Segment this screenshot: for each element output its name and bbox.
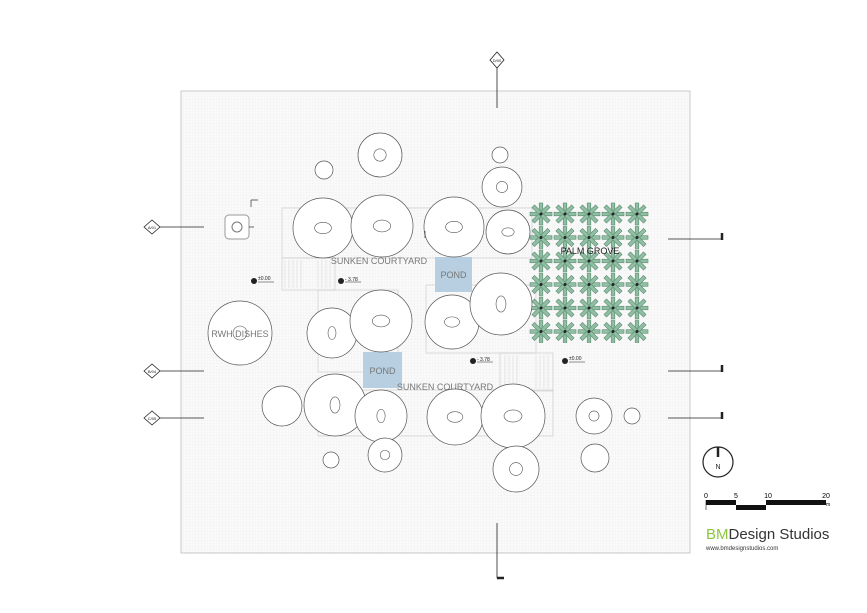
palm-tree-icon [601,273,625,296]
rwh-dishes-label: RWH DISHES [211,329,268,339]
svg-text:0: 0 [704,493,708,500]
palm-tree-icon [553,320,577,343]
palm-tree-icon [529,296,553,320]
tree-canopy [580,443,610,473]
palm-tree-icon [577,202,601,226]
tree-canopy [314,160,334,180]
tree-canopy [357,132,403,178]
tree-canopy [575,397,613,435]
pond-label: POND [440,270,467,280]
palm-tree-icon [625,226,649,249]
svg-text:B/04: B/04 [148,369,157,374]
tree-canopy [322,451,340,469]
palm-tree-icon [529,226,553,249]
svg-text:- 3.78: - 3.78 [477,357,490,363]
tree-canopy [492,445,540,493]
palm-tree-icon [601,296,625,320]
palm-tree-icon [625,296,649,320]
palm-tree-icon [529,320,553,343]
tree-canopy [261,385,303,427]
svg-text:D/00: D/00 [493,58,502,63]
tree-canopy [367,437,403,473]
svg-text:20: 20 [822,493,830,500]
palm-tree-icon [625,249,649,273]
palm-tree-icon [625,202,649,226]
palm-tree-icon [553,202,577,226]
palm-tree-icon [577,273,601,296]
tree-canopy [485,209,531,255]
brand-url: www.bmdesignstudios.com [706,546,779,552]
palm-grove-label: PALM GROVE [561,246,620,256]
svg-text:10: 10 [764,493,772,500]
svg-text:- 3.78: - 3.78 [345,277,358,283]
palm-tree-icon [577,296,601,320]
section-marker-b: B/04 [143,363,204,379]
svg-text:m: m [826,502,830,508]
tree-canopy [207,300,273,366]
palm-tree-icon [553,273,577,296]
pond-north [435,257,472,292]
svg-text:±0.00: ±0.00 [258,276,271,282]
tree-canopy [354,389,408,443]
scale-bar: 0 5 10 20 m [704,493,830,510]
level-markers: ±0.00 - 3.78 - 3.78 ±0.00 [251,276,585,364]
svg-text:±0.00: ±0.00 [569,356,582,362]
palm-tree-icon [625,273,649,296]
section-marker-a: A/01 [143,219,204,235]
pond-label: POND [369,366,396,376]
svg-text:C/05: C/05 [148,416,157,421]
tree-canopy [480,383,546,449]
courtyard-label: SUNKEN COURTYARD [397,382,494,392]
brand-logo: BMDesign Studios [706,526,830,543]
courtyard-label: SUNKEN COURTYARD [331,256,428,266]
svg-text:A/01: A/01 [148,225,157,230]
tree-canopy [423,196,485,258]
tree-canopy [292,197,354,259]
palm-tree-icon [625,320,649,343]
tree-canopy [491,146,509,164]
palm-tree-icon [529,249,553,273]
palm-tree-icon [529,202,553,226]
north-arrow: N [702,446,734,478]
tree-canopy [306,307,358,359]
tree-canopy [350,194,414,258]
svg-text:5: 5 [734,493,738,500]
tree-canopy [481,166,523,208]
section-marker-c: C/05 [143,410,204,426]
tree-canopy [623,407,641,425]
tree-canopy [469,272,533,336]
rwh-unit-icon [224,214,250,240]
palm-tree-icon [577,320,601,343]
trees [207,132,641,493]
section-marker-d: D/00 [489,51,505,108]
section-markers: A/01 B/04 C/05 D/00 [143,51,724,580]
svg-text:N: N [715,464,720,471]
tree-canopy [349,289,413,353]
tree-canopy [426,388,484,446]
palm-tree-icon [553,296,577,320]
palm-tree-icon [601,202,625,226]
pond-south [363,352,402,388]
palm-tree-icon [529,273,553,296]
tree-canopy [303,373,367,437]
palm-tree-icon [601,320,625,343]
